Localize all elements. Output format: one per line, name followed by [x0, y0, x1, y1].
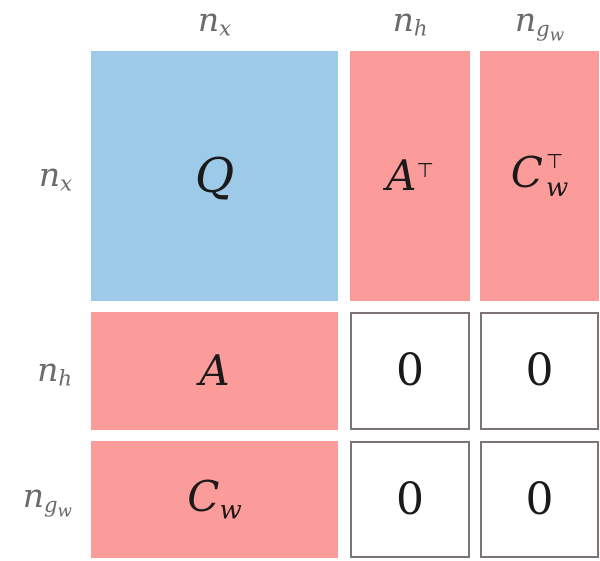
block-a-transpose: A⊤ — [350, 51, 470, 301]
row-header-nx-label: nx — [38, 155, 72, 196]
row-header-ngw-label: ngw — [22, 476, 72, 521]
transpose-symbol: ⊤ — [416, 158, 434, 182]
block-a-transpose-label: A⊤ — [386, 151, 434, 200]
block-zero-label: 0 — [396, 473, 424, 525]
block-cw-label: Cw — [187, 471, 242, 526]
block-zero-hgw: 0 — [480, 312, 599, 430]
block-zero-label: 0 — [396, 345, 424, 396]
col-header-nh: nh — [350, 0, 470, 51]
row-header-nh-label: nh — [37, 350, 72, 391]
block-cw-transpose-label: C⊤w — [510, 148, 569, 203]
transpose-symbol: ⊤ — [545, 149, 564, 173]
block-zero-gwh: 0 — [350, 441, 470, 558]
block-a: A — [91, 312, 338, 430]
row-header-nh: nh — [0, 312, 80, 430]
block-zero-label: 0 — [525, 473, 554, 525]
col-header-nh-label: nh — [392, 0, 428, 41]
block-zero-label: 0 — [525, 345, 554, 396]
block-cw: Cw — [91, 441, 338, 558]
col-header-nx-label: nx — [197, 0, 232, 41]
block-zero-gwgw: 0 — [480, 441, 599, 558]
block-cw-transpose: C⊤w — [480, 51, 599, 301]
block-q: Q — [91, 51, 338, 301]
row-header-ngw: ngw — [0, 441, 80, 558]
block-a-label: A — [199, 346, 230, 395]
block-q-label: Q — [194, 148, 235, 204]
col-header-ngw-label: ngw — [514, 0, 565, 45]
row-header-nx: nx — [0, 51, 80, 301]
col-header-ngw: ngw — [480, 0, 599, 51]
block-zero-hh: 0 — [350, 312, 470, 430]
col-header-nx: nx — [91, 0, 338, 51]
